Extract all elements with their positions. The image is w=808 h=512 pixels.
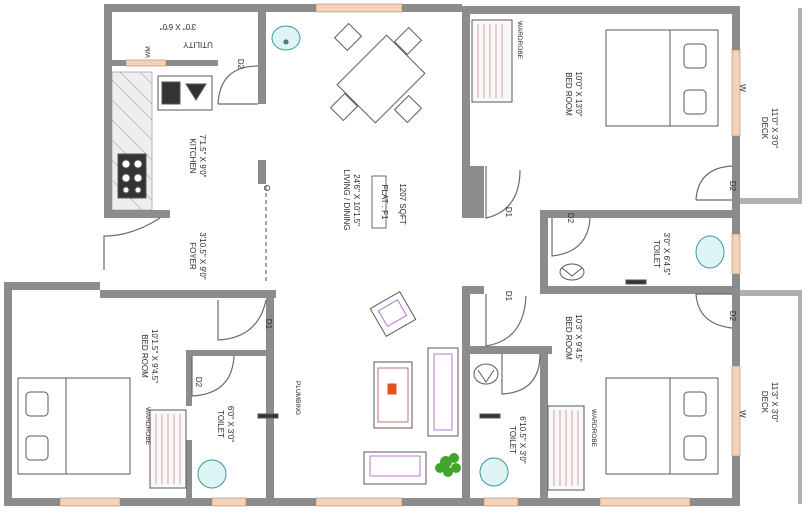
- plant-icon: [435, 453, 461, 477]
- window-tag: W: [738, 410, 747, 418]
- toilet-mid-name: TOILET: [508, 426, 517, 454]
- deck-bottom-name: DECK: [760, 391, 769, 414]
- kitchen-size: 7'1.5" X 9'0": [198, 135, 207, 178]
- bed-left-wardrobe: WARDROBE: [144, 407, 151, 446]
- utility-size: 3'0" X 6'0": [160, 22, 196, 31]
- toilet-top-size: 3'0" X 6'4.5": [662, 233, 671, 276]
- utility-name: UTILITY: [182, 40, 212, 49]
- bed-right-size: 10'3" X 9'4.5": [574, 314, 583, 362]
- door-tag: D2: [566, 213, 575, 224]
- utility-wm: WM: [145, 46, 152, 58]
- opening-tag: O: [262, 185, 271, 191]
- toilet-left-plumbing: PLUMBING: [294, 381, 301, 415]
- living-name: LIVING / DINING: [342, 170, 351, 231]
- toilet-top-name: TOILET: [652, 240, 661, 268]
- bed-right-wardrobe: WARDROBE: [590, 409, 597, 448]
- toilet-left-size: 6'0" X 3'0": [226, 406, 235, 442]
- bed-top-size: 10'0" X 13'0": [574, 71, 583, 116]
- bed-left-name: BED ROOM: [140, 334, 149, 378]
- foyer-size: 3'10.5" X 9'0": [198, 232, 207, 280]
- door-swings: [103, 65, 733, 397]
- deck-top-size: 11'0" X 3'0": [770, 108, 779, 148]
- windows: [59, 3, 741, 507]
- door-tag: D1: [504, 207, 513, 218]
- door-tag: D2: [728, 181, 737, 192]
- door-tag: D2: [194, 377, 203, 388]
- deck-top-name: DECK: [760, 117, 769, 140]
- living-flat: FLAT : F1: [380, 185, 389, 220]
- toilet-mid-size: 6'10.5" X 3'0": [518, 416, 527, 464]
- toilet-left-name: TOILET: [216, 410, 225, 438]
- door-tag: D2: [236, 59, 245, 70]
- living-area: 1207 SQFT: [398, 183, 407, 224]
- furniture: [17, 19, 725, 491]
- window-tag: W: [738, 84, 747, 92]
- door-tag: D1: [504, 291, 513, 302]
- foyer-name: FOYER: [188, 242, 197, 270]
- door-tag: D1: [264, 319, 273, 330]
- bed-left-size: 10'1.5" X 9'4.5": [150, 329, 159, 383]
- bed-top-name: BED ROOM: [564, 72, 573, 116]
- labels: UTILITY 3'0" X 6'0" WM KITCHEN 7'1.5" X …: [140, 21, 779, 464]
- bed-top-wardrobe: WARDROBE: [516, 21, 523, 60]
- bed-right-name: BED ROOM: [564, 316, 573, 360]
- deck-bottom-size: 11'3" X 3'0": [770, 382, 779, 422]
- living-size: 24'6" X 10'1.5": [352, 174, 361, 226]
- kitchen-name: KITCHEN: [188, 138, 197, 173]
- door-tag: D2: [728, 311, 737, 322]
